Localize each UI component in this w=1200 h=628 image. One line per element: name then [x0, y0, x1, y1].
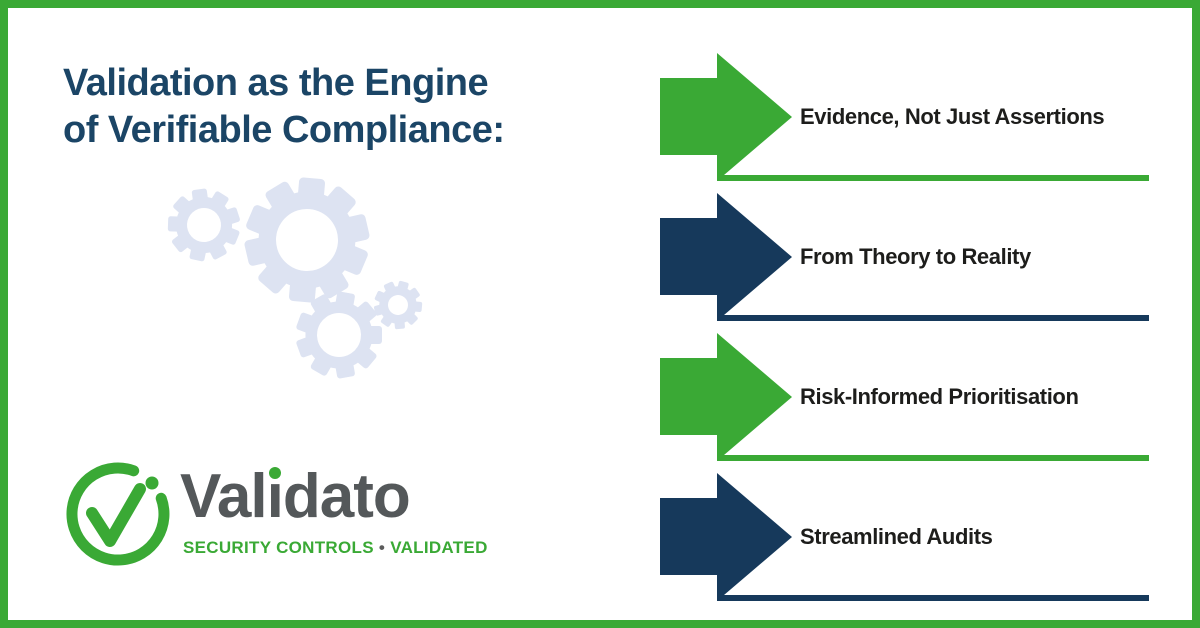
tagline-bullet-icon: •	[378, 538, 386, 557]
check-circle-icon	[66, 462, 170, 566]
arrow-right-icon	[660, 333, 792, 461]
item-label: Evidence, Not Just Assertions	[800, 104, 1105, 129]
item-label: Streamlined Audits	[800, 524, 993, 549]
tagline-right: VALIDATED	[390, 538, 488, 557]
item-underline	[717, 315, 1149, 321]
list-item: Streamlined Audits	[660, 473, 1149, 607]
arrow-right-icon	[660, 53, 792, 181]
item-underline	[717, 455, 1149, 461]
wordmark-i: ı	[266, 462, 284, 531]
tagline-left: SECURITY CONTROLS	[183, 538, 374, 557]
list-item: Evidence, Not Just Assertions	[660, 53, 1149, 187]
item-label: Risk-Informed Prioritisation	[800, 384, 1079, 409]
page-title: Validation as the Engine of Verifiable C…	[63, 60, 505, 154]
i-dot-icon	[268, 467, 281, 479]
title-line-2: of Verifiable Compliance:	[63, 109, 505, 151]
brand-tagline: SECURITY CONTROLS • VALIDATED	[183, 538, 488, 558]
arrow-right-icon	[660, 473, 792, 601]
list-item: From Theory to Reality	[660, 193, 1149, 327]
item-underline	[717, 175, 1149, 181]
wordmark-pre: Val	[180, 462, 268, 531]
item-underline	[717, 595, 1149, 601]
item-label: From Theory to Reality	[800, 244, 1031, 269]
list-item: Risk-Informed Prioritisation	[660, 333, 1149, 467]
wordmark-post: dato	[282, 462, 411, 531]
title-line-1: Validation as the Engine	[63, 62, 489, 104]
arrow-right-icon	[660, 193, 792, 321]
